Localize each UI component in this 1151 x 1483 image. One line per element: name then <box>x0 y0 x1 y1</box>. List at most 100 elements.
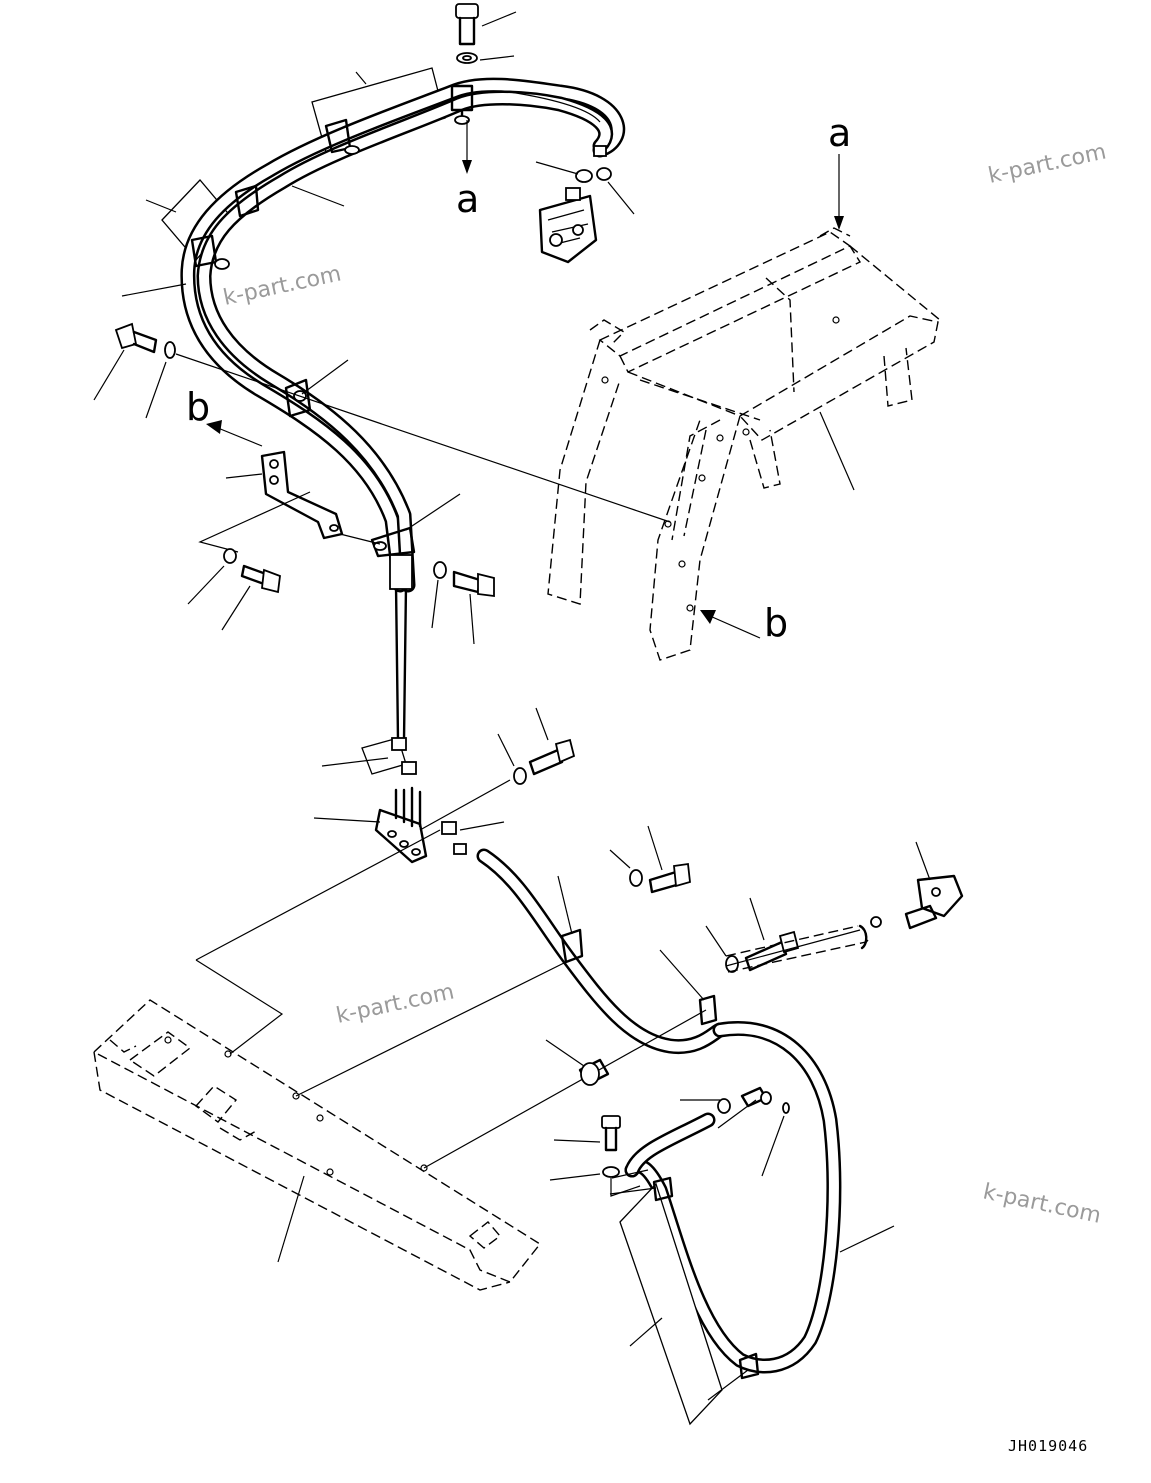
frame-hole-3 <box>698 474 706 482</box>
frame-hole-4 <box>664 520 672 528</box>
view-b-arrow-shaft-left <box>217 427 263 447</box>
lower-washer-1 <box>629 869 643 887</box>
left-bolt-group <box>93 322 671 523</box>
lower-bolt-2-shank <box>744 940 788 972</box>
alignment-line-left-bolt <box>175 353 671 523</box>
view-b-arrowhead-right <box>700 610 716 624</box>
view-a-arrowhead-left <box>462 160 472 174</box>
leader-right-valve <box>915 841 931 881</box>
alignment-line-mid <box>419 779 511 831</box>
frame-beam-hole-4 <box>420 1164 428 1172</box>
leader-fitting-1 <box>535 161 579 175</box>
leader-clamp-lower <box>405 493 461 531</box>
frame-beam-detail <box>109 1039 259 1141</box>
leader-lower-bolt-2 <box>749 897 765 941</box>
control-valve-port-1 <box>549 233 563 247</box>
mid-valve-group <box>313 707 576 864</box>
leader-bracket-washer <box>187 565 225 605</box>
upper-hose-b-core <box>199 93 611 590</box>
bracket-hole-3 <box>329 524 339 532</box>
vertical-tube <box>394 583 408 742</box>
alignment-line-lower-1 <box>295 959 571 1097</box>
frame-inner-lines <box>639 277 795 421</box>
lower-loop-plug <box>782 1102 790 1114</box>
leader-lower-clamp-1 <box>557 875 573 935</box>
frame-hole-8 <box>832 316 840 324</box>
leader-sleeve-lower <box>629 1317 663 1347</box>
leader-top-washer <box>479 55 515 61</box>
right-pipe-end <box>858 924 868 950</box>
watermarks: k-part.com k-part.com k-part.com k-part.… <box>221 140 1108 1229</box>
frame-hinge-left <box>589 319 626 345</box>
lower-loop-nut <box>717 1098 731 1114</box>
mid-bracket-hole-2 <box>399 840 409 848</box>
spacer-face <box>580 1062 600 1086</box>
frame-hole-7 <box>742 428 750 436</box>
frame-beam-alignment <box>195 829 441 1055</box>
leader-sleeve-left <box>145 199 177 213</box>
mid-washer <box>513 767 527 785</box>
watermark-top-right: k-part.com <box>986 140 1108 189</box>
fitting-2 <box>596 167 612 181</box>
leader-hose-right <box>291 185 345 207</box>
lower-left-bolt-head <box>601 1115 621 1129</box>
frame-top-rail-side <box>619 245 862 373</box>
frame-post-detail <box>671 419 721 541</box>
view-label-b-left: b <box>186 385 210 429</box>
leader-lower-washer-2 <box>705 925 727 957</box>
drawing-code: JH019046 <box>1008 1437 1088 1455</box>
bracket-hole-2 <box>269 475 279 485</box>
lower-left-bolt-alignment <box>610 1178 641 1197</box>
lower-hose-loop-core <box>627 1023 839 1371</box>
upper-hose-assembly <box>161 67 625 742</box>
bracket-alignment-lines <box>198 491 381 553</box>
leader-left-washer <box>145 361 167 419</box>
top-washer-hole <box>462 55 472 61</box>
leader-lower-washer-1 <box>609 849 631 869</box>
leader-clamp-mid <box>301 359 349 395</box>
lower-left-bolt-shank <box>604 1126 618 1152</box>
right-valve-port <box>931 887 941 897</box>
right-valve-stem <box>904 904 938 930</box>
alignment-line-lower-2 <box>423 1009 707 1169</box>
bracket-bolt-head <box>261 568 281 594</box>
leader-sleeve-top <box>355 71 367 85</box>
frame-front-rail <box>738 315 939 441</box>
upper-hose-a-core <box>182 80 623 590</box>
leader-fitting-2 <box>607 181 635 215</box>
mid-nut-1 <box>391 737 407 751</box>
leader-lower-left-washer <box>549 1173 601 1181</box>
frame-rear-post <box>547 339 621 605</box>
leader-spacer <box>545 1039 585 1067</box>
frame-hole-2 <box>716 434 724 442</box>
mid-bracket-pipes <box>394 786 422 828</box>
tube-clamp-bolt-group <box>431 561 495 645</box>
control-valve-port-2 <box>572 224 584 236</box>
alignment-line-right-pipe <box>725 929 861 967</box>
lower-clamp-2 <box>698 994 718 1026</box>
clamp-lower-hole <box>373 541 387 551</box>
hose-detail-line <box>509 91 601 123</box>
view-b-arrow-shaft-right <box>709 615 761 639</box>
lower-clamp-4 <box>738 1352 760 1380</box>
leader-mid-washer <box>497 733 515 767</box>
lower-hose-return-core <box>627 1115 713 1175</box>
frame-beam-hole-5 <box>164 1036 172 1044</box>
hose-end-fitting <box>593 145 607 157</box>
frame-beam-hole-1 <box>224 1050 232 1058</box>
control-valve-body <box>538 194 598 264</box>
mid-bolt-head <box>554 738 576 764</box>
leader-lower-clamp-2 <box>659 949 705 1001</box>
valve-fittings <box>535 161 635 264</box>
leader-mid-bolt <box>535 707 549 741</box>
lower-hose-assembly <box>295 848 895 1426</box>
frame-right-leg <box>883 347 913 407</box>
lower-left-washer <box>602 1166 620 1178</box>
watermark-bottom-right: k-part.com <box>981 1179 1103 1228</box>
mid-bolt-shank <box>528 748 564 776</box>
bracket-washer <box>223 548 237 564</box>
leader-lower-loop-elbow <box>717 1099 757 1129</box>
lower-hose-short-core <box>479 851 725 1052</box>
mid-bracket-hole-1 <box>387 830 397 838</box>
right-pipe-fitting <box>870 916 882 928</box>
